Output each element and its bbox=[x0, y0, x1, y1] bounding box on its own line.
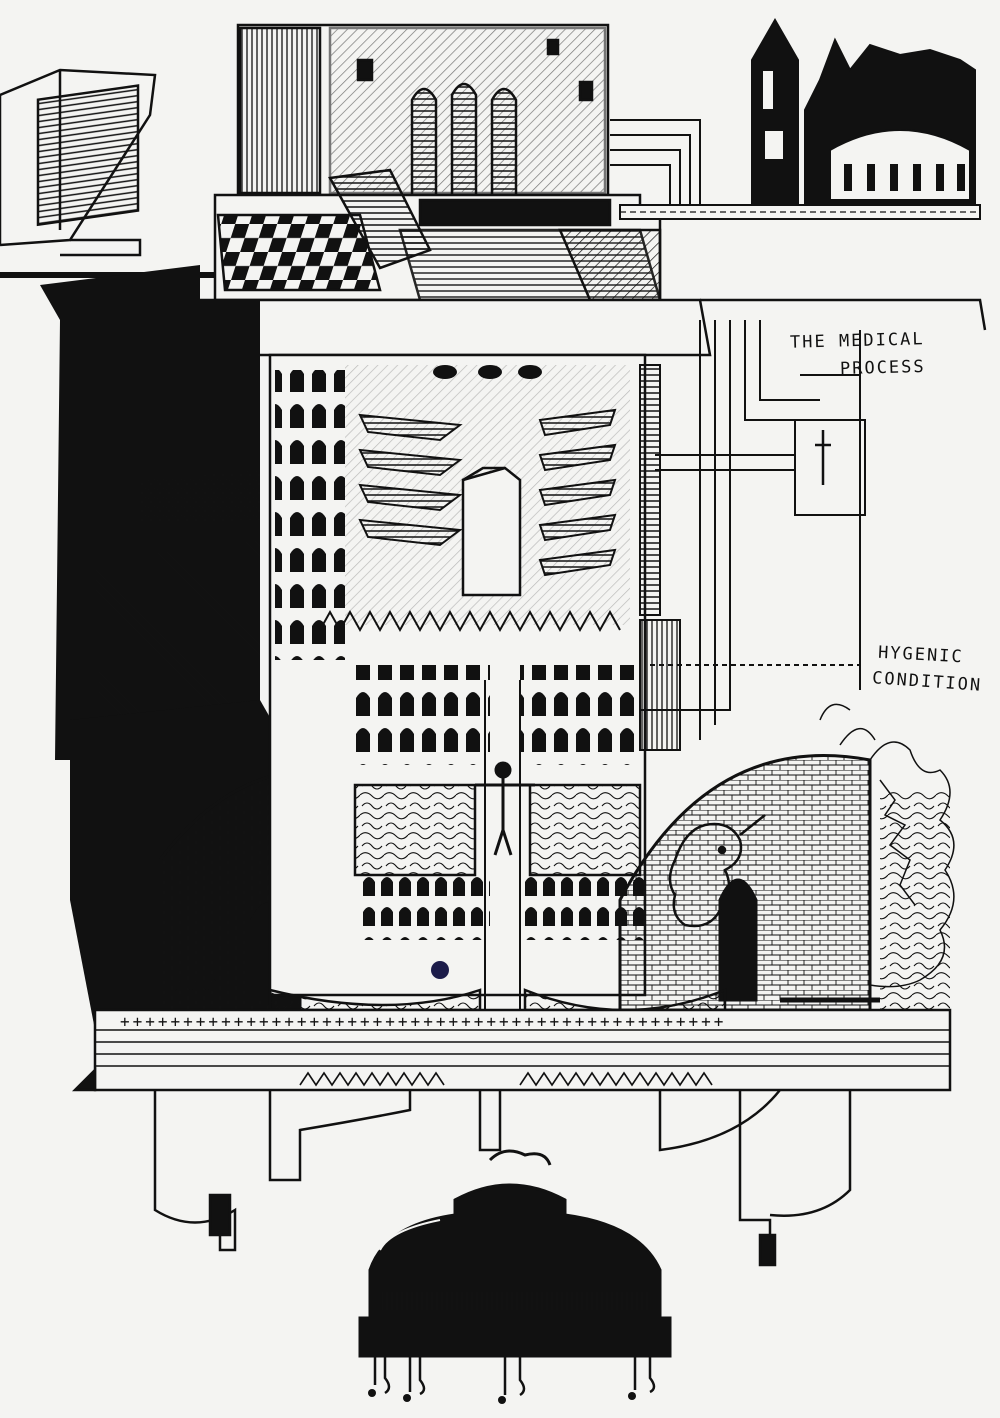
creature-sketch bbox=[668, 814, 766, 928]
top-center-building bbox=[236, 23, 610, 197]
right-foliage bbox=[819, 703, 955, 1010]
blue-ink-dot bbox=[431, 961, 449, 979]
top-platform bbox=[213, 168, 662, 302]
annotation-medical-line1: THE MEDICAL bbox=[789, 329, 925, 353]
chimney-towers bbox=[410, 82, 518, 197]
top-right-castle bbox=[619, 17, 981, 220]
top-left-block bbox=[0, 68, 157, 257]
annotation-hygenic-line1: HYGENIC bbox=[877, 642, 965, 668]
eye-ornaments bbox=[433, 365, 542, 379]
right-arch-wall bbox=[618, 754, 880, 1012]
base-deck: ++++++++++++++++++++++++++++++++++++++++… bbox=[71, 988, 952, 1092]
cantilever-trays bbox=[358, 408, 617, 577]
annotation-medical-line2: PROCESS bbox=[839, 356, 926, 380]
central-figure bbox=[475, 761, 535, 856]
left-rubble-wall bbox=[70, 700, 302, 1030]
svg-text:++++++++++++++++++++++++++++++: ++++++++++++++++++++++++++++++++++++++++… bbox=[120, 1012, 726, 1031]
bottom-dome bbox=[358, 1149, 672, 1404]
dome-legs bbox=[373, 1356, 656, 1397]
central-tower bbox=[268, 353, 647, 1010]
left-black-mass bbox=[40, 265, 260, 760]
pipe-lines-top bbox=[610, 119, 701, 205]
lower-hanging-structure bbox=[153, 1089, 852, 1267]
right-pipes bbox=[640, 320, 866, 740]
